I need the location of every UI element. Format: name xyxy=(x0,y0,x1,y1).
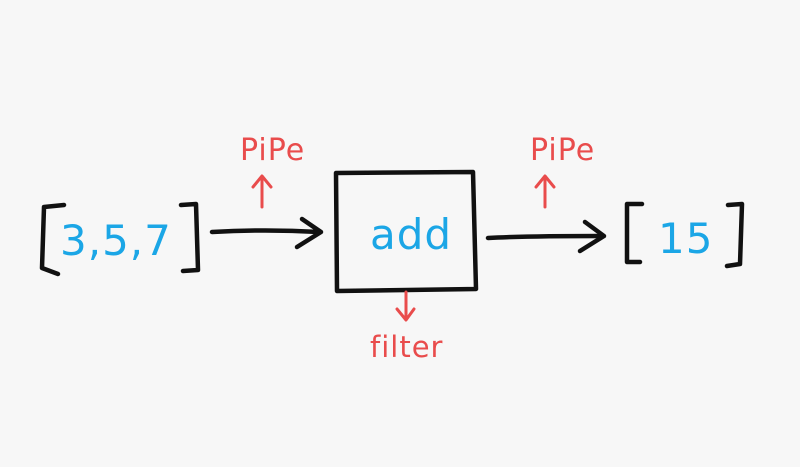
input-list-values: 3,5,7 xyxy=(60,216,172,265)
output-list-value: 15 xyxy=(658,214,713,263)
filter-down-arrow xyxy=(395,290,416,322)
left-pipeline-arrow-head xyxy=(294,216,324,250)
left-pipeline-arrow xyxy=(209,228,322,235)
right-pipeline-arrow xyxy=(485,233,605,241)
right-pipe-label: PiPe xyxy=(530,133,595,168)
input-list-left-bracket xyxy=(39,202,67,277)
output-list-right-bracket xyxy=(724,201,745,269)
operation-label: add xyxy=(370,210,452,259)
right-pipeline-arrow-head xyxy=(577,219,607,254)
left-pipe-label: PiPe xyxy=(240,133,305,168)
input-list-right-bracket xyxy=(178,201,201,274)
operation-box xyxy=(333,169,479,294)
right-pipe-up-arrow xyxy=(534,174,556,209)
left-pipe-up-arrow xyxy=(251,174,273,209)
filter-label: filter xyxy=(370,330,443,364)
output-list-left-bracket xyxy=(624,201,645,265)
